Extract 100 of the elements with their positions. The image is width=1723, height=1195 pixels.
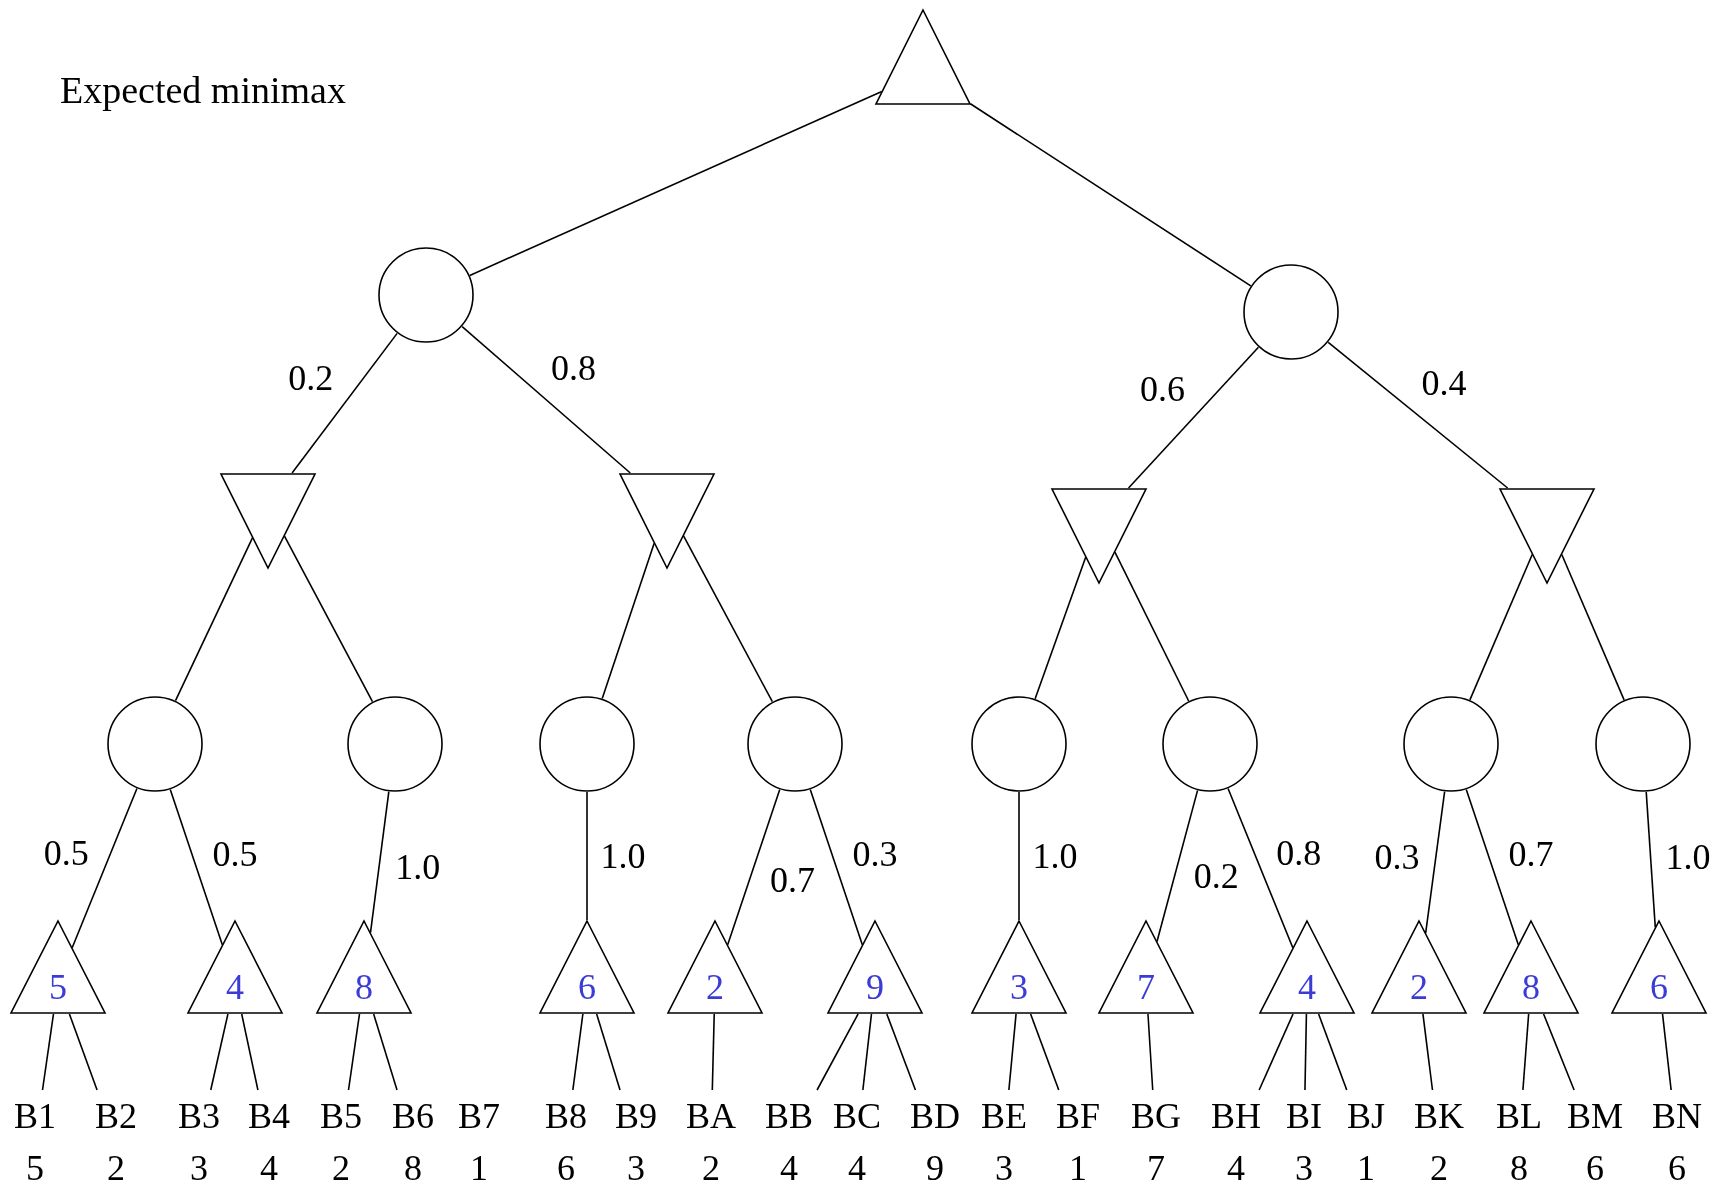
edge-line: [1304, 1013, 1308, 1091]
edge-line: [1147, 1013, 1154, 1091]
leaf-label: B6: [392, 1095, 434, 1138]
edge-line: [291, 332, 398, 474]
edge-line: [711, 1013, 715, 1091]
edge-line: [469, 90, 883, 277]
edge-line: [169, 788, 224, 946]
edge-line: [1422, 1013, 1434, 1091]
edge-line: [1258, 1013, 1294, 1091]
leaf-value: 3: [627, 1147, 645, 1190]
leaf-label: B7: [458, 1095, 500, 1138]
leaf-value: 6: [1668, 1147, 1686, 1190]
leaf-value: 1: [1069, 1147, 1087, 1190]
edge-line: [1227, 787, 1294, 949]
node-value: 2: [705, 968, 725, 1005]
edge-line: [209, 1013, 229, 1091]
node-value: 9: [865, 968, 885, 1005]
edge-line: [862, 1013, 873, 1091]
leaf-value: 8: [404, 1147, 422, 1190]
edge-line: [1008, 1013, 1017, 1091]
edge-line: [1560, 553, 1625, 701]
leaf-value: 3: [1295, 1147, 1313, 1190]
edge-line: [816, 1013, 859, 1091]
edge-line: [572, 1013, 584, 1091]
edge-line: [1034, 556, 1087, 700]
node-value: 6: [577, 968, 597, 1005]
edge-line: [1661, 1013, 1672, 1091]
edge-line: [1327, 341, 1509, 489]
node-value: 4: [1297, 968, 1317, 1005]
edge-line: [1156, 789, 1199, 943]
diagram-title: Expected minimax: [60, 68, 346, 112]
leaf-label: B2: [95, 1095, 137, 1138]
leaf-value: 1: [470, 1147, 488, 1190]
edge-line: [1018, 791, 1020, 921]
edge-line: [71, 787, 138, 949]
leaf-label: BL: [1496, 1095, 1542, 1138]
leaf-value: 9: [926, 1147, 944, 1190]
edge-line: [369, 790, 390, 934]
edge-line: [1424, 790, 1446, 934]
edge-line: [68, 1013, 98, 1091]
node-value: 5: [48, 968, 68, 1005]
node-value: 3: [1009, 968, 1029, 1005]
leaf-label: BF: [1055, 1095, 1100, 1138]
leaf-label: BD: [910, 1095, 960, 1138]
node-value: 6: [1649, 968, 1669, 1005]
leaf-label: BC: [833, 1095, 881, 1138]
edge-line: [174, 537, 254, 702]
node-value: 4: [225, 968, 245, 1005]
leaf-label: BJ: [1347, 1095, 1385, 1138]
leaf-value: 8: [1510, 1147, 1528, 1190]
edge-line: [809, 788, 864, 946]
edge-line: [1317, 1013, 1348, 1091]
edge-line: [682, 535, 774, 703]
edge-line: [586, 791, 588, 921]
edge-line: [969, 103, 1252, 287]
leaf-label: B5: [320, 1095, 362, 1138]
leaf-label: BH: [1211, 1095, 1261, 1138]
edge-line: [1114, 551, 1190, 702]
leaf-value: 7: [1147, 1147, 1165, 1190]
leaf-label: B4: [248, 1095, 290, 1138]
node-value: 8: [1521, 968, 1541, 1005]
edge-line: [372, 1013, 398, 1091]
edge-line: [1029, 1013, 1060, 1091]
leaf-value: 4: [780, 1147, 798, 1190]
edge-line: [1522, 1013, 1530, 1091]
edge-line: [240, 1013, 259, 1091]
node-value: 8: [354, 968, 374, 1005]
leaf-label: BK: [1414, 1095, 1464, 1138]
leaf-label: B9: [615, 1095, 657, 1138]
edge-line: [595, 1013, 621, 1091]
leaf-value: 4: [260, 1147, 278, 1190]
edge-line: [1465, 788, 1520, 946]
edge-line: [726, 788, 781, 946]
edge-line: [41, 1013, 55, 1091]
leaf-label: BI: [1286, 1095, 1322, 1138]
leaf-label: BB: [765, 1095, 813, 1138]
leaf-label: B3: [178, 1095, 220, 1138]
edge-line: [1469, 553, 1534, 701]
edge-line: [347, 1013, 361, 1091]
leaf-label: BE: [981, 1095, 1027, 1138]
leaf-label: B8: [545, 1095, 587, 1138]
leaf-value: 2: [332, 1147, 350, 1190]
edge-line: [601, 542, 655, 700]
leaf-value: 3: [190, 1147, 208, 1190]
leaf-value: 2: [1430, 1147, 1448, 1190]
leaf-value: 2: [702, 1147, 720, 1190]
edge-line: [1127, 346, 1260, 489]
leaf-value: 6: [557, 1147, 575, 1190]
leaf-value: 4: [1227, 1147, 1245, 1190]
leaf-value: 2: [107, 1147, 125, 1190]
edge-line: [886, 1013, 917, 1091]
edge-line: [1542, 1013, 1575, 1091]
leaf-value: 1: [1357, 1147, 1375, 1190]
leaf-label: BA: [686, 1095, 736, 1138]
leaf-value: 3: [995, 1147, 1013, 1190]
edge-line: [283, 535, 374, 703]
node-value: 7: [1136, 968, 1156, 1005]
leaf-value: 6: [1586, 1147, 1604, 1190]
leaf-value: 4: [848, 1147, 866, 1190]
leaf-label: B1: [14, 1095, 56, 1138]
